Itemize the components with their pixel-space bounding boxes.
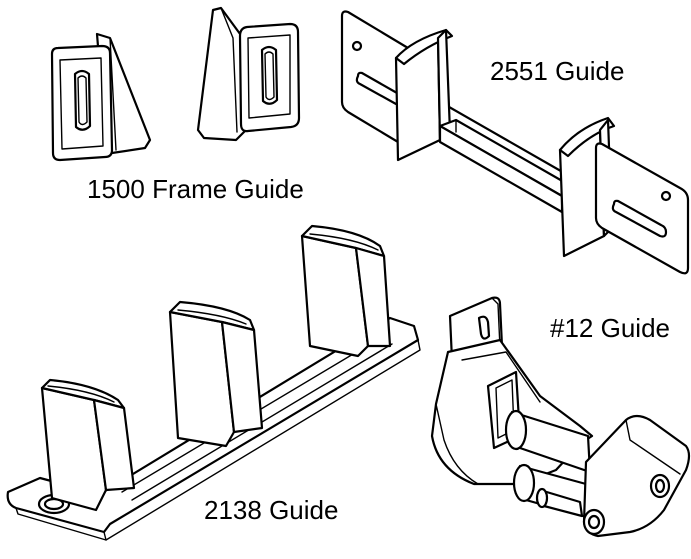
guide-2138-drawing — [6, 224, 421, 541]
label-2138-guide: 2138 Guide — [204, 495, 339, 525]
frame-guide-right-drawing — [196, 6, 301, 142]
label-12-guide: #12 Guide — [550, 313, 670, 343]
guide-12-drawing — [430, 296, 691, 538]
frame-guide-left-drawing — [50, 32, 152, 162]
guide-2551-drawing — [340, 10, 690, 275]
label-1500-frame-guide: 1500 Frame Guide — [87, 174, 304, 204]
label-2551-guide: 2551 Guide — [490, 56, 625, 86]
